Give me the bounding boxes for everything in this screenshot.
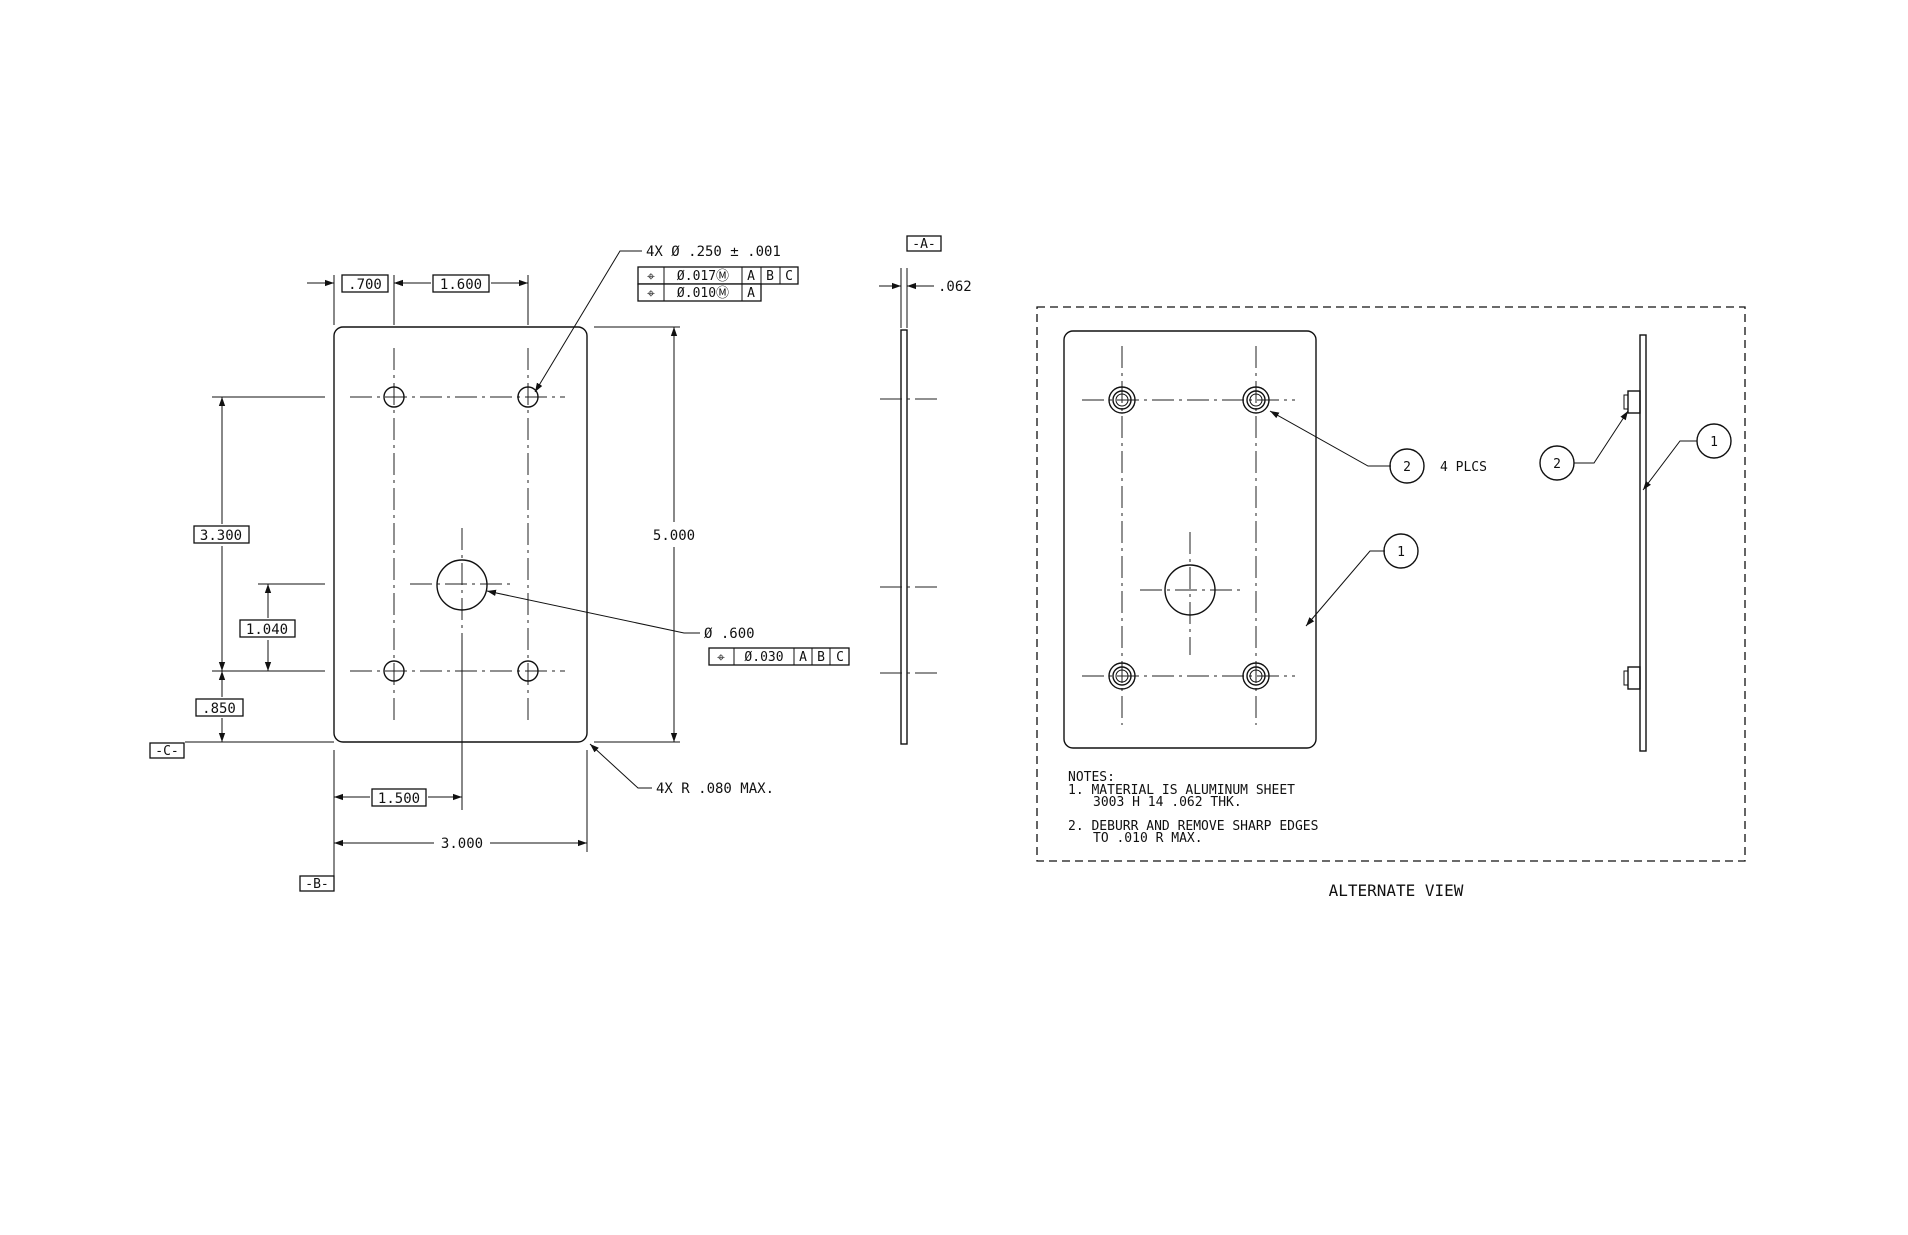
fcf-center-datum-3: C bbox=[836, 650, 844, 665]
datum-b: -B- bbox=[305, 877, 328, 892]
fcf-holes-2: ⌖ Ø.010Ⓜ A bbox=[638, 284, 761, 302]
side-view: .062 -A- bbox=[879, 236, 972, 744]
dim-850: .850 bbox=[202, 701, 236, 717]
front-view: .700 1.600 3.300 1.040 .850 5.000 1.500 bbox=[150, 244, 849, 892]
datum-c: -C- bbox=[155, 744, 178, 759]
dim-3000: 3.000 bbox=[441, 836, 483, 852]
position-icon: ⌖ bbox=[717, 650, 725, 666]
balloon-2-side-number: 2 bbox=[1553, 457, 1561, 472]
fcf-center-hole: ⌖ Ø.030 A B C bbox=[709, 648, 849, 666]
alternate-view-label: ALTERNATE VIEW bbox=[1329, 881, 1464, 900]
note-2-line-2: TO .010 R MAX. bbox=[1093, 831, 1203, 846]
center-lines bbox=[350, 348, 565, 720]
fcf-holes-1: ⌖ Ø.017Ⓜ A B C bbox=[638, 267, 798, 285]
side-plate bbox=[901, 330, 907, 744]
fcf2-datum-1: A bbox=[747, 286, 755, 301]
fcf1-datum-2: B bbox=[766, 269, 774, 284]
fcf2-tolerance: Ø.010Ⓜ bbox=[677, 286, 729, 301]
dim-1600: 1.600 bbox=[440, 277, 482, 293]
dim-700: .700 bbox=[348, 277, 382, 293]
holes-size-callout: 4X Ø .250 ± .001 bbox=[646, 244, 781, 260]
fcf1-datum-1: A bbox=[747, 269, 755, 284]
extension-lines bbox=[185, 275, 680, 890]
datum-a: -A- bbox=[912, 237, 935, 252]
position-icon: ⌖ bbox=[647, 286, 655, 302]
balloon-1-side-number: 1 bbox=[1710, 435, 1718, 450]
fcf1-datum-3: C bbox=[785, 269, 793, 284]
note-1-line-2: 3003 H 14 .062 THK. bbox=[1093, 795, 1242, 810]
fcf-center-datum-1: A bbox=[799, 650, 807, 665]
alt-side-insert-top bbox=[1628, 391, 1640, 413]
dim-062: .062 bbox=[938, 279, 972, 295]
plate-outline bbox=[334, 327, 587, 742]
dim-3300: 3.300 bbox=[200, 528, 242, 544]
center-hole-size-callout: Ø .600 bbox=[704, 626, 755, 642]
position-icon: ⌖ bbox=[647, 269, 655, 285]
notes: NOTES: 1. MATERIAL IS ALUMINUM SHEET 300… bbox=[1068, 770, 1318, 846]
balloon-1-front-number: 1 bbox=[1397, 545, 1405, 560]
fcf1-tolerance: Ø.017Ⓜ bbox=[677, 269, 729, 284]
alternate-view-border bbox=[1037, 307, 1745, 861]
fcf-center-tolerance: Ø.030 bbox=[744, 650, 783, 665]
dim-5000: 5.000 bbox=[653, 528, 695, 544]
alternate-view: 2 4 PLCS 1 2 1 NOTES: 1. MATERIAL IS ALU… bbox=[1037, 307, 1745, 900]
dim-1500: 1.500 bbox=[378, 791, 420, 807]
fcf-center-datum-2: B bbox=[817, 650, 825, 665]
balloon-2-qty: 4 PLCS bbox=[1440, 460, 1487, 475]
balloon-2-front-number: 2 bbox=[1403, 460, 1411, 475]
dim-1040: 1.040 bbox=[246, 622, 288, 638]
alt-side-plate bbox=[1640, 335, 1646, 751]
corner-radius-callout: 4X R .080 MAX. bbox=[656, 781, 774, 797]
alt-side-insert-bottom bbox=[1628, 667, 1640, 689]
